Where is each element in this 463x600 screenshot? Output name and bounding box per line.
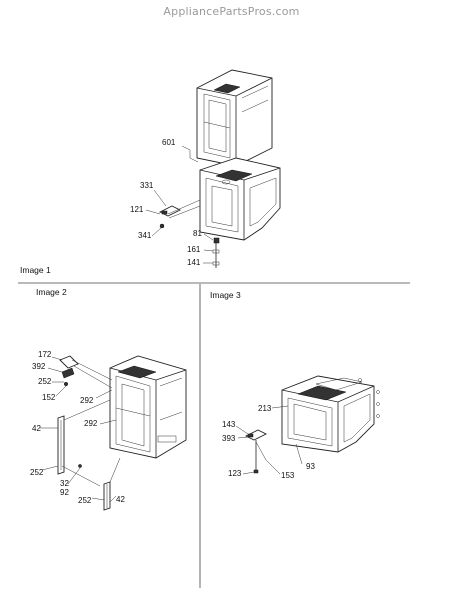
callout-393: 393 xyxy=(222,434,236,443)
callout-292: 292 xyxy=(80,396,94,405)
section-label-image1: Image 1 xyxy=(20,265,51,275)
image3-bin-drawing xyxy=(281,375,380,453)
callout-93: 93 xyxy=(306,462,315,471)
section-label-image2: Image 2 xyxy=(36,287,67,297)
upper-bin-drawing xyxy=(196,69,273,167)
image2-assembly: 172 392 252 152 292 292 42 252 32 92 252… xyxy=(30,350,187,511)
site-watermark: AppliancePartsPros.com xyxy=(163,5,300,18)
callout-161: 161 xyxy=(187,245,201,254)
lower-bin-drawing xyxy=(199,157,281,241)
callout-172: 172 xyxy=(38,350,52,359)
callout-252-b: 252 xyxy=(30,468,44,477)
callout-32: 32 xyxy=(60,479,69,488)
callout-123: 123 xyxy=(228,469,242,478)
callout-252: 252 xyxy=(38,377,52,386)
callout-42-b: 42 xyxy=(116,495,125,504)
callout-153: 153 xyxy=(281,471,295,480)
callout-92: 92 xyxy=(60,488,69,497)
callout-601: 601 xyxy=(162,138,176,147)
image3-assembly: 213 143 393 123 153 93 xyxy=(222,375,380,480)
image3-bracket-drawing xyxy=(244,429,268,474)
image2-rails-drawing xyxy=(57,355,121,511)
callout-331: 331 xyxy=(140,181,154,190)
image1-assembly: 601 331 121 341 81 161 141 xyxy=(130,69,281,268)
image2-bin-drawing xyxy=(109,355,187,459)
callout-213: 213 xyxy=(258,404,272,413)
callout-252-c: 252 xyxy=(78,496,92,505)
callout-341: 341 xyxy=(138,231,152,240)
callout-143: 143 xyxy=(222,420,236,429)
callout-152: 152 xyxy=(42,393,56,402)
callout-121: 121 xyxy=(130,205,144,214)
callout-292-b: 292 xyxy=(84,419,98,428)
section-label-image3: Image 3 xyxy=(210,290,241,300)
callout-42: 42 xyxy=(32,424,41,433)
callout-392: 392 xyxy=(32,362,46,371)
callout-81: 81 xyxy=(193,229,202,238)
bracket-hardware-drawing xyxy=(158,199,220,268)
callout-141: 141 xyxy=(187,258,201,267)
